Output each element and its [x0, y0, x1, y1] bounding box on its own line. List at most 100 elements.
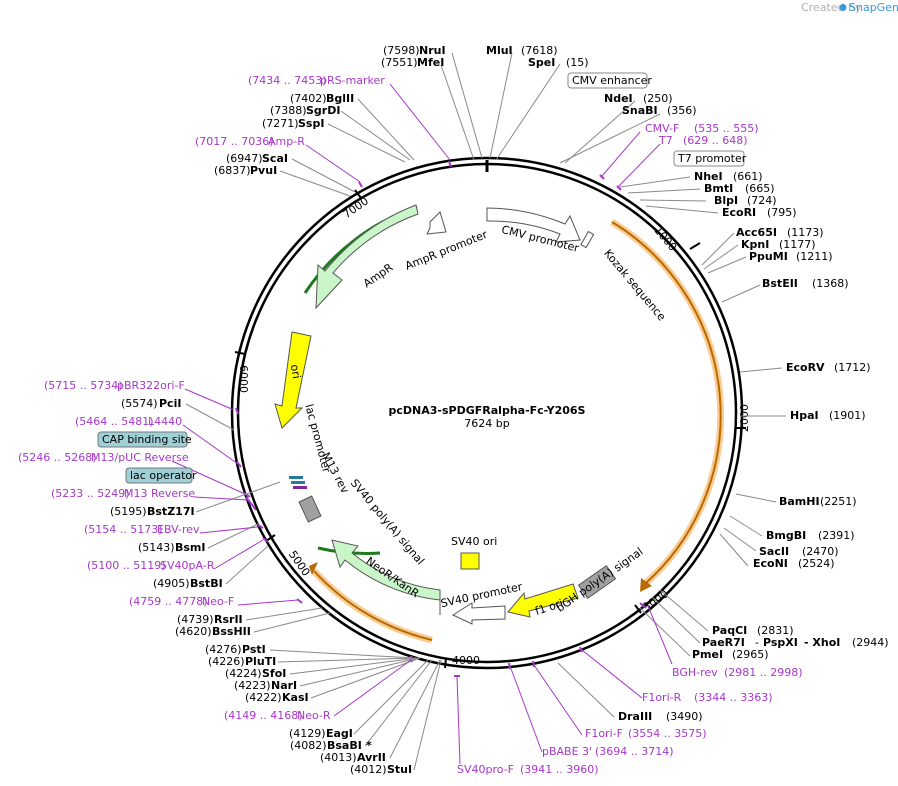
- site-xhoi: - XhoI: [804, 636, 840, 649]
- site-ecori: EcoRI: [722, 206, 756, 219]
- site-pos: (2251): [820, 495, 857, 508]
- ampr-promoter-arrow: [426, 211, 447, 235]
- backbone-outer: [230, 156, 744, 670]
- restriction-sites: (7598) NruI (7551) MfeI MluI (7618) SpeI…: [110, 44, 889, 776]
- site-sgrdi: SgrDI: [306, 104, 340, 117]
- plasmid-name: pcDNA3-sPDGFRalpha-Fc-Y206S: [389, 404, 586, 417]
- site-paqci: PaqCI: [712, 624, 747, 637]
- primer-marks: [235, 160, 647, 677]
- site-pos: (7598): [383, 44, 420, 57]
- tick-2000: 2000: [738, 404, 751, 432]
- site-pos: (1712): [834, 361, 871, 374]
- primer-range: (5464 .. 5481): [75, 415, 154, 428]
- site-ndei: NdeI: [604, 92, 633, 105]
- orange-feature-arc-neo-line: [313, 570, 433, 641]
- site-bsabi: BsaBI: [327, 739, 362, 752]
- site-pos: (356): [667, 104, 697, 117]
- t7-promoter-box: [673, 150, 745, 167]
- site-pos: (4222): [245, 691, 282, 704]
- ampr-arrow: [315, 204, 419, 310]
- site-psti: PstI: [242, 643, 266, 656]
- site-pos: (4129): [289, 727, 326, 740]
- paer7i-sep: -: [755, 636, 759, 649]
- created-by-label: Created by: [801, 1, 862, 14]
- primer-m13-puc-reverse: M13/pUC Reverse: [91, 451, 189, 464]
- primer-range: (5233 .. 5249): [51, 487, 130, 500]
- site-eagi: EagI: [326, 727, 353, 740]
- neor-arrow: [331, 539, 441, 615]
- site-draiii: DraIII: [618, 710, 652, 723]
- site-pmei: PmeI: [692, 648, 723, 661]
- m13-block: [293, 486, 307, 489]
- site-nrui: NruI: [419, 44, 446, 57]
- site-pos: (4276): [205, 643, 242, 656]
- site-pos: (2470): [802, 545, 839, 558]
- primer-range: (3941 .. 3960): [520, 763, 599, 776]
- cap-site-box: [97, 431, 188, 448]
- site-pos: (6947): [226, 152, 263, 165]
- primer-range: (5100 .. 5119): [87, 559, 166, 572]
- primer-range: (4759 .. 4778): [129, 595, 208, 608]
- site-bglii: BglII: [326, 92, 354, 105]
- bgh-polya-block: [577, 564, 617, 600]
- ampr-promoter-label: AmpR promoter: [403, 228, 489, 273]
- site-pos: (5195): [110, 505, 147, 518]
- snapgene-logo-icon: [839, 4, 847, 11]
- site-ecorv: EcoRV: [786, 361, 825, 374]
- site-pos: (7271): [262, 117, 299, 130]
- primer-range: (2981 .. 2998): [724, 666, 803, 679]
- site-sfoi: SfoI: [262, 667, 286, 680]
- site-bamhi: BamHI: [779, 495, 820, 508]
- site-ppumi: PpuMI: [749, 250, 788, 263]
- kozak-box: [580, 230, 595, 249]
- site-pos: (4012): [350, 763, 387, 776]
- site-snabi: SnaBI: [622, 104, 658, 117]
- site-pluti: PluTI: [245, 655, 276, 668]
- site-pos: (4905): [153, 577, 190, 590]
- sv40-polya-block: [298, 495, 322, 523]
- site-sacii: SacII: [759, 545, 789, 558]
- cmv-promoter-arrow: [486, 207, 581, 243]
- primer-amp-r: Amp-R: [268, 135, 305, 148]
- primer-l4440: L4440: [148, 415, 182, 428]
- sv40-promoter-arrow: [451, 602, 506, 625]
- sv40-ori-label: SV40 ori: [451, 535, 497, 548]
- site-pos: (724): [747, 194, 777, 207]
- site-leader-lines: [185, 52, 786, 771]
- primer-prs-marker: pRS-marker: [320, 74, 385, 87]
- site-pos: (4620): [175, 625, 212, 638]
- site-pos: (3490): [666, 710, 703, 723]
- site-paer7i: PaeR7I: [702, 636, 745, 649]
- site-pos: (1211): [796, 250, 833, 263]
- site-bstz17i: BstZ17I: [147, 505, 195, 518]
- site-pos: (7551): [381, 56, 418, 69]
- site-avrii: AvrII: [357, 751, 386, 764]
- primer-ebv-rev: EBV-rev: [157, 523, 200, 536]
- site-pos: (5574): [121, 397, 158, 410]
- site-rsrii: RsrII: [214, 613, 243, 626]
- ori-label: ori: [288, 363, 303, 379]
- ori-arrow: [274, 331, 312, 429]
- site-blpi: BlpI: [714, 194, 738, 207]
- primer-range: (5246 .. 5268): [18, 451, 97, 464]
- site-pos: (1173): [787, 226, 824, 239]
- primer-range: (629 .. 648): [683, 134, 748, 147]
- site-bmgbi: BmgBI: [766, 529, 806, 542]
- site-pos: (7388): [270, 104, 307, 117]
- primer-t7: T7: [658, 134, 673, 147]
- site-hpai: HpaI: [790, 409, 819, 422]
- primer-leader-lines: [171, 83, 673, 765]
- sv40-ori-block: [460, 552, 480, 570]
- site-pos: (4223): [234, 679, 271, 692]
- site-pos: (4226): [208, 655, 245, 668]
- site-pos: (2965): [732, 648, 769, 661]
- site-bmti: BmtI: [704, 182, 733, 195]
- site-pos: (1177): [779, 238, 816, 251]
- primer-neo-f: Neo-F: [202, 595, 234, 608]
- primer-range: (7017 .. 7036): [195, 135, 274, 148]
- primer-range: (4149 .. 4168): [224, 709, 303, 722]
- primer-sv40pa-r: SV40pA-R: [160, 559, 215, 572]
- lac-operator-block: [291, 481, 305, 484]
- site-nhei: NheI: [694, 170, 723, 183]
- primer-m13-reverse: M13 Reverse: [124, 487, 195, 500]
